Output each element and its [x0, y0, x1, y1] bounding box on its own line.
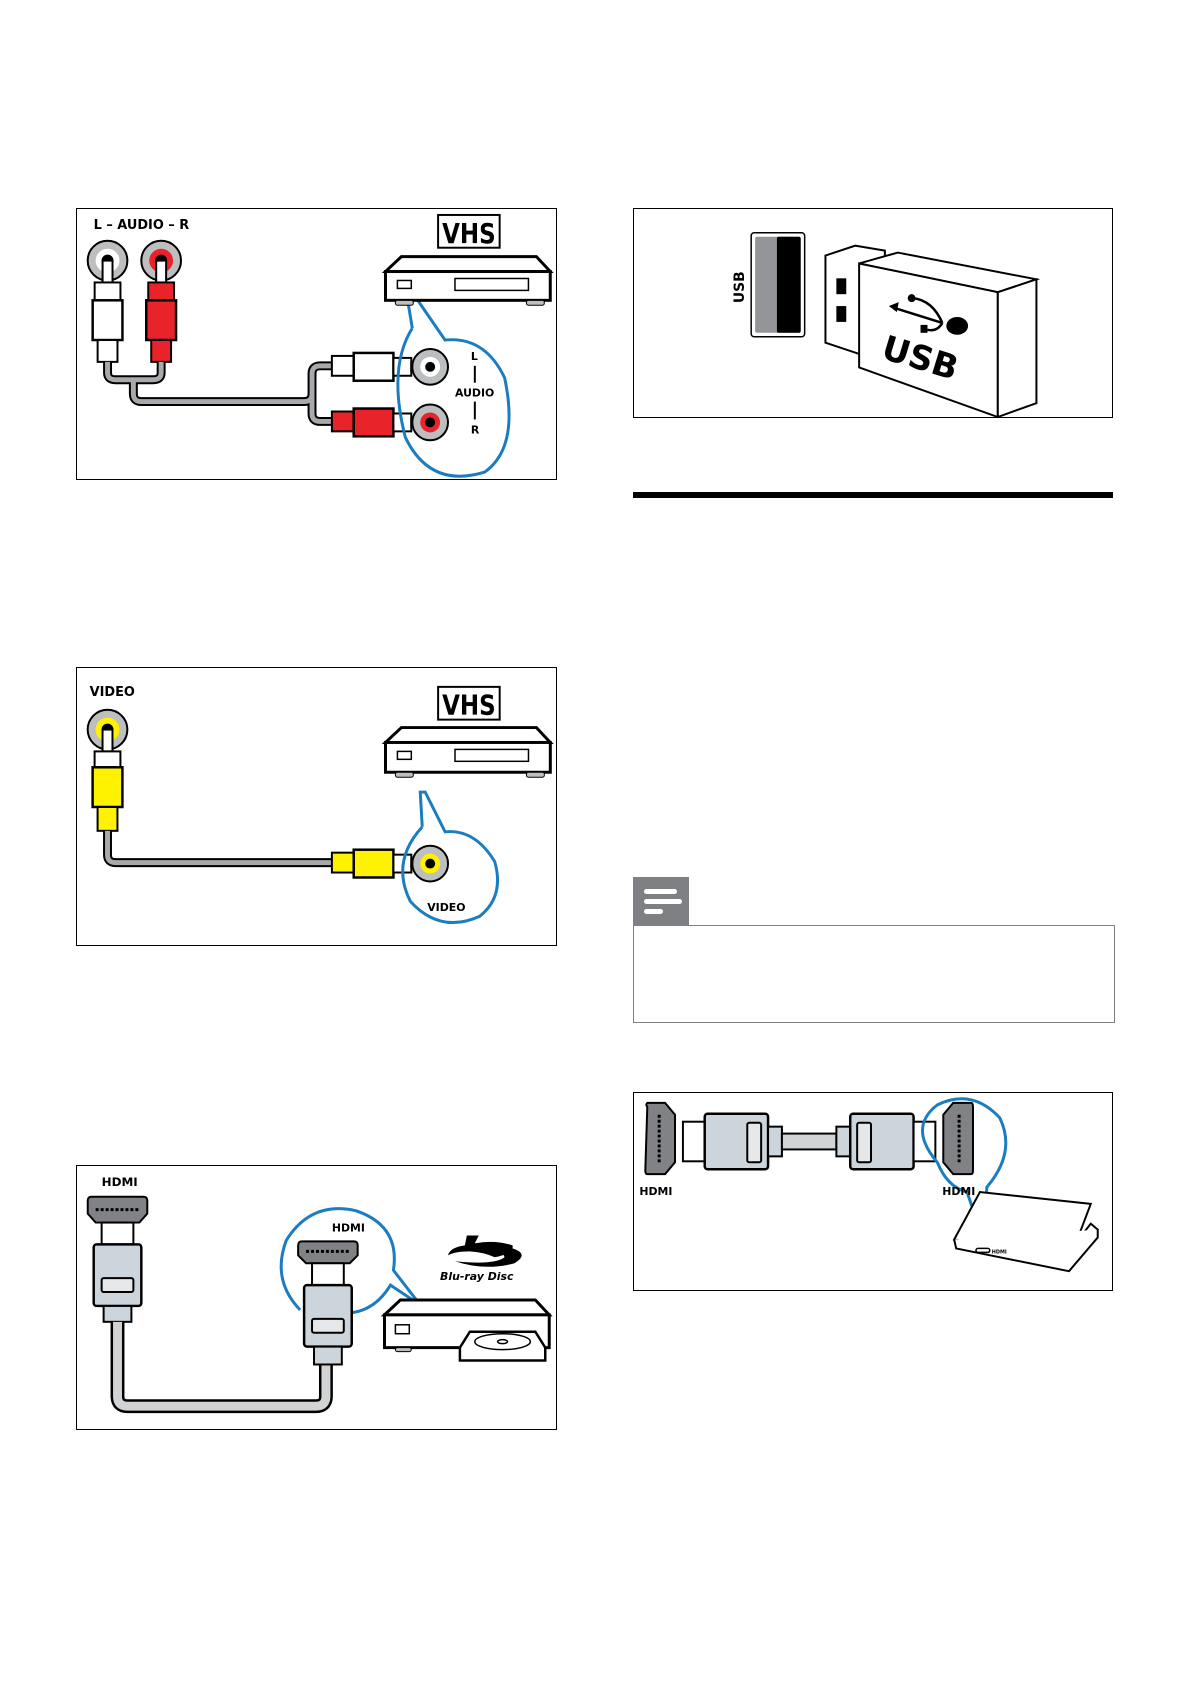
device-audio-jack-right	[411, 403, 450, 442]
tv-video-label: VIDEO	[90, 685, 135, 700]
hdmi-cable-assembly	[681, 1112, 937, 1171]
callout-bubble	[401, 790, 499, 924]
hdmi-cable-outline	[110, 1321, 333, 1414]
device-video-jack	[411, 844, 450, 883]
usb-trident-icon	[888, 294, 969, 335]
rca-plug-white-device	[330, 351, 427, 382]
section-divider	[633, 492, 1113, 498]
usb-stick-icon: USB	[824, 244, 1041, 417]
vhs-logo: VHS	[442, 217, 496, 250]
bluray-player-icon	[380, 1298, 553, 1362]
audio-cable-outline	[103, 361, 332, 426]
video-cable	[105, 830, 332, 866]
video-cable-outline	[103, 830, 332, 868]
rca-plug-yellow-device	[330, 848, 427, 879]
callout-bubble	[396, 290, 511, 478]
laptop-port-text: HDMI	[992, 1249, 1007, 1255]
note-tab	[633, 877, 689, 926]
usb-illustration: USB USB	[732, 232, 1041, 417]
rca-plug-red-device	[330, 407, 427, 438]
laptop-hdmi-label: HDMI	[942, 1185, 975, 1198]
vcr-device-icon	[381, 726, 554, 778]
diagram-video-vhs: VIDEO VIDEO VHS	[76, 667, 557, 946]
callout-bubble	[279, 1207, 422, 1315]
diagram-audio-vhs: L – AUDIO – R	[76, 208, 557, 480]
device-hdmi-label: HDMI	[332, 1222, 365, 1235]
tv-hdmi-label: HDMI	[102, 1175, 138, 1189]
laptop-icon: HDMI	[952, 1190, 1100, 1273]
device-port-audio-label: AUDIO	[455, 387, 494, 400]
note-box	[633, 925, 1115, 1023]
bluray-logo-icon	[448, 1235, 522, 1267]
audio-vhs-illustration: L – AUDIO – R	[86, 213, 554, 478]
hdmi-bluray-illustration: HDMI HDMI Blu-ray Disc	[86, 1175, 553, 1414]
tv-audio-label: L – AUDIO – R	[94, 218, 190, 233]
rca-plug-red-top	[145, 259, 178, 363]
diagram-hdmi-laptop: HDMI HDMI HDMI	[633, 1092, 1113, 1291]
tv-hdmi-label: HDMI	[639, 1185, 672, 1198]
note-text	[634, 926, 1114, 946]
vcr-device-icon	[381, 255, 554, 306]
audio-cable	[105, 361, 332, 424]
rca-plug-yellow-top	[91, 728, 124, 832]
vhs-logo-frame	[437, 213, 501, 249]
bluray-logo-text: Blu-ray Disc	[440, 1270, 514, 1283]
callout-bubble	[921, 1097, 1008, 1242]
hdmi-port-laptop	[942, 1101, 974, 1176]
vhs-logo-frame	[437, 685, 501, 721]
hdmi-laptop-illustration: HDMI HDMI HDMI	[639, 1097, 1100, 1273]
video-vhs-illustration: VIDEO VIDEO VHS	[86, 685, 554, 924]
vhs-logo: VHS	[442, 689, 496, 722]
hdmi-plug-tv	[86, 1195, 149, 1323]
tv-usb-label: USB	[732, 271, 748, 303]
device-video-label: VIDEO	[427, 901, 465, 914]
hdmi-port-tv	[644, 1101, 676, 1176]
diagram-usb: USB USB	[633, 208, 1113, 418]
diagram-hdmi-bluray: HDMI HDMI Blu-ray Disc	[76, 1165, 557, 1430]
device-port-l-label: L	[471, 350, 478, 363]
device-audio-jack-left	[411, 347, 450, 386]
device-port-r-label: R	[471, 423, 480, 436]
hdmi-cable	[113, 1321, 331, 1411]
hdmi-plug-device	[297, 1240, 359, 1366]
usb-port-icon	[750, 232, 806, 338]
